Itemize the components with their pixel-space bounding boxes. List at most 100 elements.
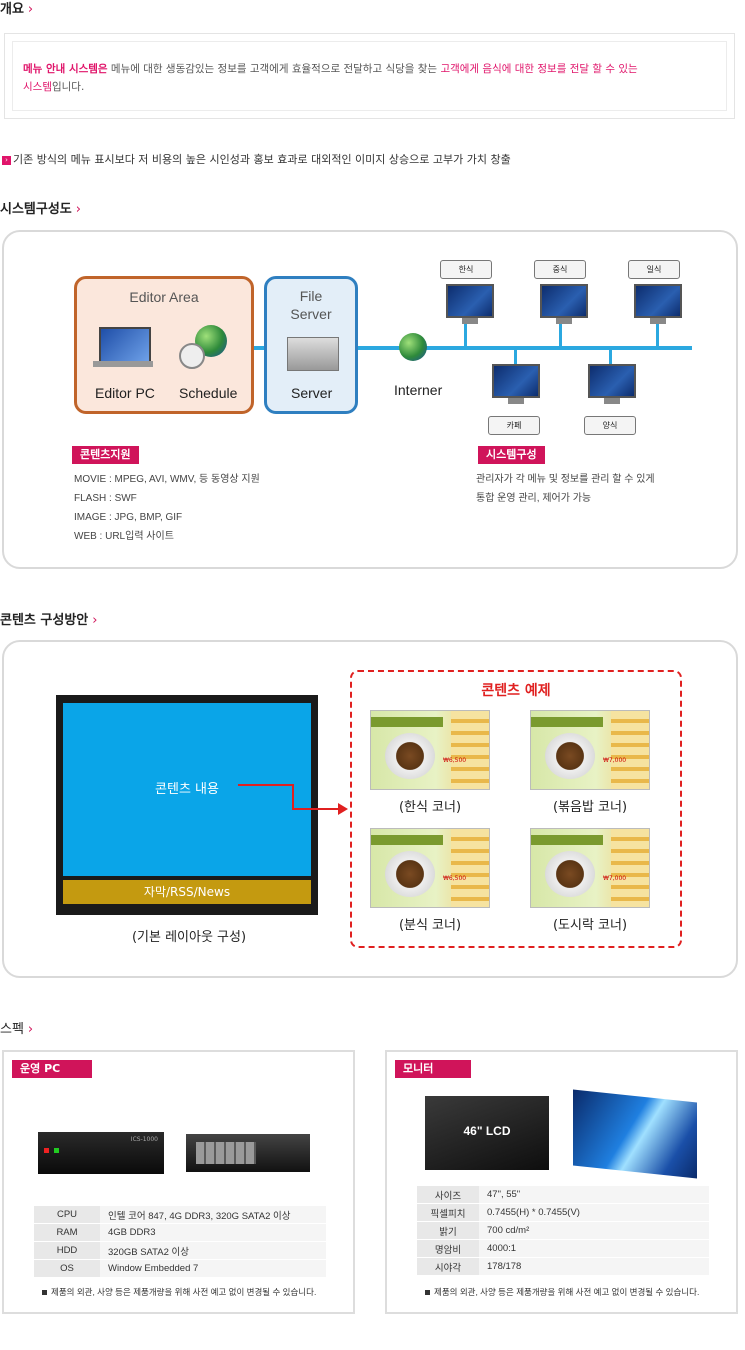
menu-price: ₩7,000 <box>603 757 627 764</box>
specs-title: 스펙› <box>0 1022 34 1037</box>
arrow-line <box>292 808 338 810</box>
spec-value: 0.7455(H) * 0.7455(V) <box>479 1203 709 1222</box>
chevron-right-icon: › <box>27 2 34 17</box>
menu-example-thumb: ₩6,500 <box>370 828 490 908</box>
menu-example-thumb: ₩7,000 <box>530 828 650 908</box>
examples-title: 콘텐츠 예제 <box>481 683 551 699</box>
pc-rear-image <box>186 1134 310 1172</box>
intro-highlight-3: 시스템 <box>23 81 52 93</box>
bullet-icon <box>42 1290 47 1296</box>
monitor-icon <box>634 284 682 318</box>
intro-box: 메뉴 안내 시스템은 메뉴에 대한 생동감있는 정보를 고객에게 효율적으로 전… <box>4 33 735 119</box>
internet-globe-icon <box>399 333 427 361</box>
pc-model-label: ICS-1000 <box>130 1136 158 1143</box>
menu-price: ₩6,500 <box>443 875 467 882</box>
system-line: 통합 운영 관리, 제어가 가능 <box>476 493 592 504</box>
spec-value: 178/178 <box>479 1257 709 1276</box>
benefit-line: ›기존 방식의 메뉴 표시보다 저 비용의 높은 시인성과 홍보 효과로 대외적… <box>2 151 511 167</box>
monitor-icon <box>588 364 636 398</box>
pc-note: 제품의 외관, 사양 등은 제품개량을 위해 사전 예고 없이 변경될 수 있습… <box>42 1286 316 1298</box>
schedule-label: Schedule <box>179 385 238 401</box>
spec-key: 픽셀피치 <box>417 1203 479 1222</box>
spec-key: HDD <box>34 1241 100 1260</box>
monitor-stand <box>604 398 620 404</box>
monitor-spec-tag: 모니터 <box>395 1060 471 1078</box>
terminal-label-japanese: 일식 <box>628 260 680 279</box>
system-line: 관리자가 각 메뉴 및 정보를 관리 할 수 있게 <box>476 474 655 485</box>
menu-price: ₩7,000 <box>603 875 627 882</box>
network-drop <box>656 318 659 348</box>
monitor-icon <box>446 284 494 318</box>
internet-label: Interner <box>394 382 443 398</box>
spec-value: 700 cd/m² <box>479 1221 709 1240</box>
arrow-line <box>292 784 294 810</box>
chevron-right-icon: › <box>92 613 98 628</box>
spec-value: Window Embedded 7 <box>100 1259 326 1278</box>
layout-caption: (기본 레이아웃 구성) <box>131 930 247 945</box>
network-drop <box>464 318 467 348</box>
arrow-head-icon <box>338 803 348 815</box>
spec-key: RAM <box>34 1223 100 1242</box>
monitor-stand <box>650 318 666 324</box>
menu-example-thumb: ₩7,000 <box>530 710 650 790</box>
bullet-icon <box>425 1290 430 1296</box>
spec-key: 시야각 <box>417 1257 479 1276</box>
support-line: IMAGE : JPG, BMP, GIF <box>74 512 183 523</box>
spec-value: 320GB SATA2 이상 <box>100 1241 326 1260</box>
system-diagram-box: Editor Area Editor PC Schedule File Serv… <box>2 230 738 569</box>
spec-value: 4GB DDR3 <box>100 1223 326 1242</box>
clock-icon <box>179 343 205 369</box>
example-caption: (볶음밥 코너) <box>552 800 628 815</box>
spec-key: 밝기 <box>417 1221 479 1240</box>
spec-value: 인텔 코어 847, 4G DDR3, 320G SATA2 이상 <box>100 1206 326 1224</box>
spec-value: 4000:1 <box>479 1239 709 1258</box>
power-led-icon <box>44 1148 49 1153</box>
spec-key: 사이즈 <box>417 1186 479 1204</box>
network-drop <box>514 348 517 366</box>
editor-pc-label: Editor PC <box>95 385 155 401</box>
system-config-tag: 시스템구성 <box>478 446 545 464</box>
terminal-label-cafe: 카페 <box>488 416 540 435</box>
network-drop <box>559 318 562 348</box>
file-server-label: File Server <box>290 288 332 322</box>
layout-main-area <box>63 703 311 876</box>
pc-front-image: ICS-1000 <box>38 1132 164 1174</box>
example-caption: (분식 코너) <box>398 918 462 933</box>
layout-ticker: 자막/RSS/News <box>63 880 311 904</box>
terminal-label-korean: 한식 <box>440 260 492 279</box>
chevron-right-icon: › <box>27 1022 34 1037</box>
intro-body-2: 입니다. <box>51 81 85 93</box>
spec-key: CPU <box>34 1206 100 1224</box>
pc-spec-tag: 운영 PC <box>12 1060 92 1078</box>
support-line: MOVIE : MPEG, AVI, WMV, 등 동영상 지원 <box>74 474 260 485</box>
bullet-icon: › <box>2 155 11 165</box>
lcd-size-label: 46" LCD <box>463 1124 511 1138</box>
content-plan-box: 콘텐츠 내용 자막/RSS/News (기본 레이아웃 구성) 콘텐츠 예제 ₩… <box>2 640 738 978</box>
video-wall-image <box>573 1089 697 1179</box>
ports-icon <box>196 1142 256 1164</box>
chevron-right-icon: › <box>75 202 81 217</box>
spec-key: OS <box>34 1259 100 1278</box>
menu-price: ₩6,500 <box>443 757 467 764</box>
terminal-label-chinese: 중식 <box>534 260 586 279</box>
laptop-icon <box>99 327 151 363</box>
support-line: FLASH : SWF <box>74 493 137 504</box>
support-line: WEB : URL입력 사이트 <box>74 531 174 542</box>
examples-box: 콘텐츠 예제 ₩6,500 (한식 코너) ₩7,000 (볶음밥 코너) ₩6… <box>350 670 682 948</box>
file-server-box: File Server Server <box>264 276 358 414</box>
network-drop <box>609 348 612 366</box>
server-icon <box>287 337 339 371</box>
menu-example-thumb: ₩6,500 <box>370 710 490 790</box>
content-title: 콘텐츠 구성방안› <box>0 613 98 628</box>
system-title: 시스템구성도› <box>0 202 81 217</box>
intro-text: 메뉴 안내 시스템은 메뉴에 대한 생동감있는 정보를 고객에게 효율적으로 전… <box>12 41 727 111</box>
